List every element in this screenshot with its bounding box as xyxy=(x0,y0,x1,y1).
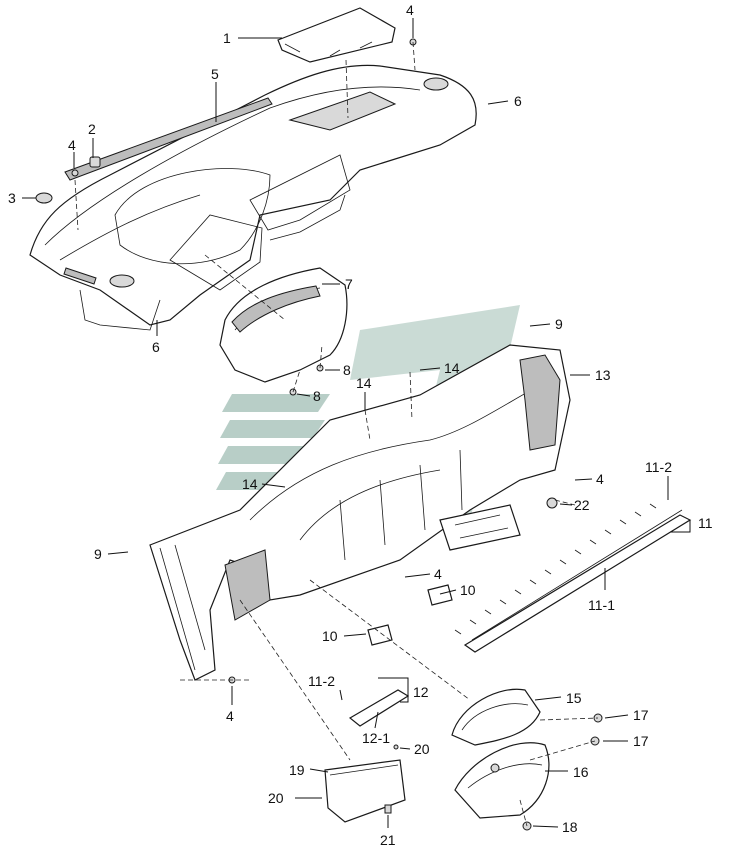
callout-13: 13 xyxy=(595,367,611,383)
callout-21: 21 xyxy=(380,832,396,848)
callout-14-left: 14 xyxy=(242,476,258,492)
leader-lines xyxy=(22,18,691,828)
callout-19: 19 xyxy=(289,762,305,778)
part-15-upper-shroud xyxy=(451,688,541,746)
callout-9-left: 9 xyxy=(94,546,102,562)
callout-8-lower: 8 xyxy=(313,388,321,404)
callout-4-right: 4 xyxy=(596,471,604,487)
part-19-glovebox-bin xyxy=(324,759,406,823)
callout-8-upper: 8 xyxy=(343,362,351,378)
callout-10-left: 10 xyxy=(322,628,338,644)
callout-1: 1 xyxy=(223,30,231,46)
callout-18: 18 xyxy=(562,819,578,835)
callout-3: 3 xyxy=(8,190,16,206)
callout-17-lower: 17 xyxy=(633,733,649,749)
callout-14-middle: 14 xyxy=(356,375,372,391)
callout-17-upper: 17 xyxy=(633,707,649,723)
callout-11-1: 11-1 xyxy=(588,597,615,613)
part-1-cover xyxy=(277,7,396,63)
part-5-upper-dashboard xyxy=(29,64,477,331)
callout-11-2-left: 11-2 xyxy=(308,673,335,689)
part-16-lower-shroud xyxy=(454,742,550,819)
part-13-lower-dashboard xyxy=(149,344,571,681)
callout-20-right: 20 xyxy=(414,741,430,757)
callout-22: 22 xyxy=(574,497,590,513)
callout-4-top: 4 xyxy=(406,2,414,18)
part-7-cluster-trim xyxy=(219,267,348,383)
callout-9-right: 9 xyxy=(555,316,563,332)
callout-6-left: 6 xyxy=(152,339,160,355)
callout-labels: 1 4 5 6 2 4 3 6 7 8 8 9 13 14 14 14 9 4 … xyxy=(8,2,713,848)
callout-11-2-right: 11-2 xyxy=(645,459,672,475)
assembly-lines xyxy=(74,41,599,827)
callout-4-left: 4 xyxy=(68,137,76,153)
callout-5: 5 xyxy=(211,66,219,82)
callout-14-right: 14 xyxy=(444,360,460,376)
callout-7: 7 xyxy=(345,276,353,292)
callout-11: 11 xyxy=(698,515,713,531)
callout-6-right: 6 xyxy=(514,93,522,109)
part-12-1-strip xyxy=(348,689,410,727)
callout-10-right: 10 xyxy=(460,582,476,598)
callout-15: 15 xyxy=(566,690,582,706)
callout-12-1: 12-1 xyxy=(362,730,390,746)
fasteners xyxy=(35,38,603,831)
callout-4-center: 4 xyxy=(434,566,442,582)
callout-12: 12 xyxy=(413,684,429,700)
callout-4-bottom: 4 xyxy=(226,708,234,724)
callout-16: 16 xyxy=(573,764,589,780)
callout-2: 2 xyxy=(88,121,96,137)
callout-20-left: 20 xyxy=(268,790,284,806)
